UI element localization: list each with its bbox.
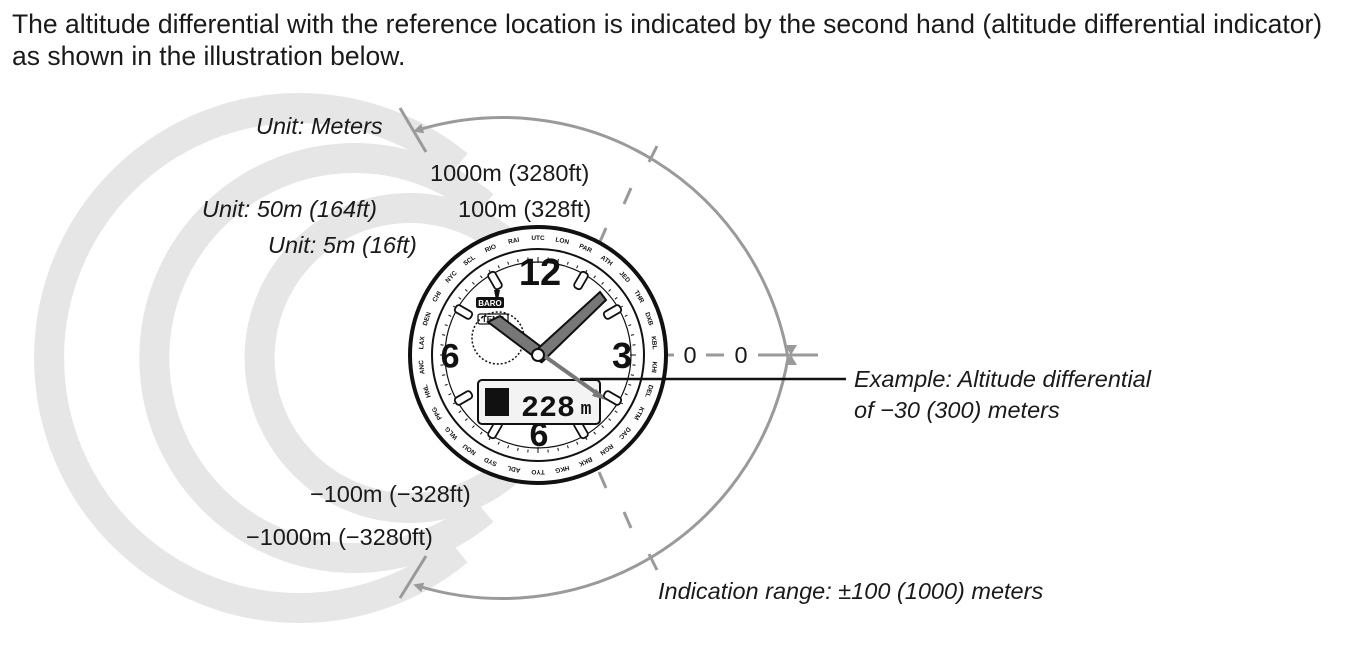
bezel-tick xyxy=(472,425,475,429)
watch-hands xyxy=(486,290,608,400)
example-label-line2: of −30 (300) meters xyxy=(854,397,1060,423)
second-hand xyxy=(510,331,604,399)
unit-meters-label: Unit: Meters xyxy=(256,113,383,139)
reference-pointer xyxy=(494,290,500,300)
bezel-tick xyxy=(479,275,483,279)
hour-marker xyxy=(453,390,474,406)
bezel-tick xyxy=(566,261,569,265)
minus-100-label: −100m (−328ft) xyxy=(310,481,471,507)
bezel-tick xyxy=(507,261,510,265)
example-label-line1: Example: Altitude differential xyxy=(854,366,1152,392)
bezel-tick xyxy=(517,447,519,451)
bezel-tick xyxy=(507,445,510,449)
city-label: LAX xyxy=(418,335,426,349)
bezel-tick xyxy=(448,314,452,317)
bezel-tick xyxy=(458,410,462,414)
unit-50m-label: Unit: 50m (164ft) xyxy=(202,196,377,222)
second-hand-tip xyxy=(592,389,606,400)
city-label: TYO xyxy=(531,468,544,475)
bezel-tick xyxy=(593,431,596,435)
city-label: ANC xyxy=(418,359,426,374)
bezel-tick xyxy=(630,334,634,336)
bezel-tick xyxy=(630,374,634,376)
city-label: HNL xyxy=(422,384,433,399)
bezel-tick xyxy=(614,296,618,300)
bezel-tick xyxy=(479,431,483,435)
hour-12: 12 xyxy=(519,252,561,294)
bezel-tick xyxy=(497,265,500,269)
bezel-tick xyxy=(624,314,628,317)
city-label: LON xyxy=(555,236,570,246)
city-label: DEN xyxy=(422,311,433,327)
plus-100-label: 100m (328ft) xyxy=(458,196,591,222)
zero-label-1: 0 xyxy=(683,342,696,368)
city-label: UTC xyxy=(531,235,545,242)
band-outer xyxy=(34,93,468,623)
band-inner xyxy=(244,193,520,523)
bezel-tick xyxy=(464,289,468,292)
city-label: HKG xyxy=(554,464,570,474)
hour-marker xyxy=(487,270,503,291)
plus-1000-label: 1000m (3280ft) xyxy=(430,160,589,186)
city-label: SYD xyxy=(483,455,498,467)
city-label: RIO xyxy=(484,243,497,254)
bezel-tick xyxy=(444,383,448,386)
range-arc xyxy=(413,115,790,601)
baro-label: BARO xyxy=(478,299,502,308)
bezel-tick xyxy=(442,374,446,376)
bezel-tick xyxy=(566,445,569,449)
bezel-tick xyxy=(472,281,475,285)
bezel-tick xyxy=(464,418,468,421)
band-middle xyxy=(139,143,494,573)
range-limit-lines xyxy=(398,107,428,599)
city-label: ADL xyxy=(507,464,522,474)
lcd-unit: m xyxy=(581,400,592,420)
minus-1000-label: −1000m (−3280ft) xyxy=(246,524,433,550)
hour-marker xyxy=(573,270,589,291)
city-label: RAI xyxy=(508,237,521,246)
unit-5m-label: Unit: 5m (16ft) xyxy=(268,232,417,258)
indication-range-label: Indication range: ±100 (1000) meters xyxy=(658,578,1043,604)
city-label: CHI xyxy=(431,290,443,303)
bezel-tick xyxy=(442,334,446,336)
bezel-tick xyxy=(444,324,448,327)
hour-marker xyxy=(453,304,474,320)
bezel-tick xyxy=(601,281,604,285)
zero-label-2: 0 xyxy=(734,342,747,368)
hour-marker xyxy=(602,304,623,320)
lcd-display: 228 m xyxy=(477,379,601,426)
bezel-tick xyxy=(608,418,612,421)
city-label: KBL xyxy=(650,336,658,350)
intro-text: The altitude differential with the refer… xyxy=(12,9,1323,71)
bezel-tick xyxy=(517,259,519,263)
lcd-value: 228 xyxy=(521,392,575,426)
bezel-tick xyxy=(628,383,632,386)
city-label: KHI xyxy=(650,361,658,373)
bezel-tick xyxy=(557,447,559,451)
city-label: DEL xyxy=(643,384,654,399)
bezel-tick xyxy=(576,265,579,269)
city-label: PAR xyxy=(578,243,593,255)
bezel-tick xyxy=(601,425,604,429)
bezel-tick xyxy=(608,289,612,292)
scale-bands xyxy=(34,93,520,623)
bezel-tick xyxy=(497,441,500,445)
bezel-tick xyxy=(593,275,596,279)
bezel-tick xyxy=(624,393,628,396)
hour-3: 3 xyxy=(612,335,632,376)
hour-marker xyxy=(602,390,623,406)
bezel-tick xyxy=(458,296,462,300)
hour-markers xyxy=(453,270,623,440)
bezel-tick xyxy=(448,393,452,396)
bezel-tick xyxy=(628,324,632,327)
bezel-tick xyxy=(557,259,559,263)
bezel-tick xyxy=(576,441,579,445)
bezel-tick xyxy=(614,410,618,414)
hour-6: 6 xyxy=(530,416,549,454)
hour-9: 9 xyxy=(441,336,460,374)
city-label: DXB xyxy=(643,311,654,327)
